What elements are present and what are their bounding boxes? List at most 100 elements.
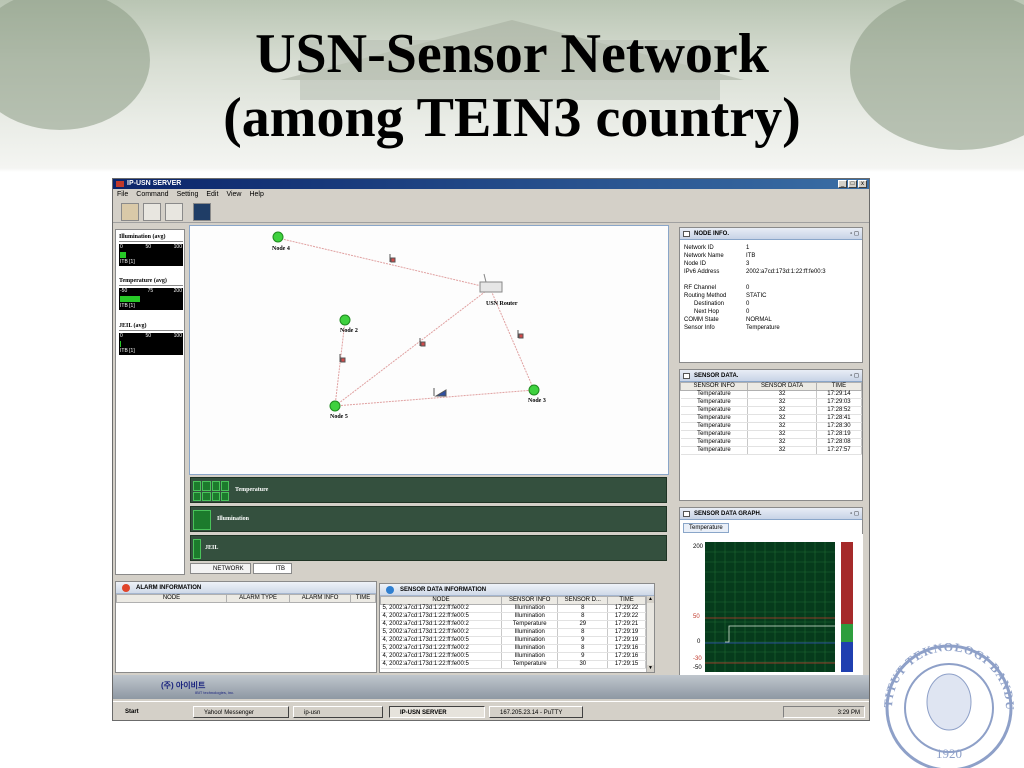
tab-network[interactable]: NETWORK: [190, 563, 251, 574]
column-header[interactable]: NODE: [116, 594, 227, 603]
taskbar-clock: 3:29 PM: [783, 706, 865, 718]
column-header[interactable]: SENSOR INFO: [500, 596, 559, 605]
network-map[interactable]: Node 4 Node 2 Node 5 Node 3 USN Router: [189, 225, 669, 475]
close-button[interactable]: x: [858, 180, 867, 188]
column-header[interactable]: ALARM TYPE: [225, 594, 291, 603]
toolbar-network-button[interactable]: [193, 203, 211, 221]
brand-logo: (주) 아이비트: [161, 681, 206, 690]
scroll-down-icon[interactable]: ▼: [647, 665, 654, 672]
sensor-strip-label: Illumination: [217, 516, 250, 522]
taskbar-putty[interactable]: 167.205.23.14 - PuTTY: [489, 706, 583, 718]
column-header[interactable]: NODE: [380, 596, 502, 605]
column-header[interactable]: ALARM INFO: [289, 594, 352, 603]
node-3-icon[interactable]: [528, 384, 540, 396]
start-button[interactable]: Start: [125, 709, 139, 715]
sensor-strip-jeil[interactable]: JEIL: [190, 535, 667, 561]
sensor-strip-illumination[interactable]: Illumination: [190, 506, 667, 532]
seal-year: 1920: [936, 746, 962, 761]
usn-router-icon[interactable]: [479, 273, 503, 293]
column-header[interactable]: SENSOR DATA: [747, 382, 817, 391]
column-header[interactable]: SENSOR D...: [557, 596, 609, 605]
app-icon: [116, 181, 124, 187]
sensor-graph: 200 50 0 -30 -50: [683, 534, 863, 676]
tab-itb[interactable]: ITB: [252, 563, 293, 574]
graph-y-label: 0: [697, 639, 701, 645]
background-trees-image: [0, 0, 1024, 150]
sdi-scrollbar[interactable]: ▲ ▼: [646, 596, 654, 672]
windows-taskbar: Start Yahoo! Messenger ip-usn IP-USN SER…: [113, 701, 869, 720]
panel-icon: [683, 231, 690, 237]
alarm-icon: [122, 584, 130, 592]
taskbar-yahoo-messenger[interactable]: Yahoo! Messenger: [193, 706, 289, 718]
menu-file[interactable]: File: [117, 191, 129, 198]
window-titlebar[interactable]: IP-USN SERVER _ □ x: [113, 179, 869, 189]
gauge-bar: 0: [120, 341, 125, 356]
ip-usn-server-window: IP-USN SERVER _ □ x File Command Setting…: [112, 178, 870, 721]
node-2-icon[interactable]: [339, 314, 351, 326]
gauge-bar: 9: [120, 252, 135, 267]
menu-edit[interactable]: Edit: [206, 191, 219, 198]
network-topology: [272, 231, 540, 412]
column-header[interactable]: TIME: [815, 382, 863, 391]
taskbar-ip-usn-server[interactable]: IP-USN SERVER: [389, 706, 485, 718]
column-header[interactable]: TIME: [350, 594, 376, 603]
menu-help[interactable]: Help: [249, 191, 264, 198]
sensor-strip-temperature[interactable]: Temperature: [190, 477, 667, 503]
panel-restore-icon[interactable]: ▫ ◻: [850, 373, 859, 379]
toolbar-device-button[interactable]: [143, 203, 161, 221]
panel-restore-icon[interactable]: ▫ ◻: [850, 231, 859, 237]
minimize-button[interactable]: _: [838, 180, 847, 188]
panel-restore-icon[interactable]: ▫ ◻: [850, 511, 859, 517]
node-2-label: Node 2: [340, 328, 358, 334]
menu-setting[interactable]: Setting: [176, 191, 199, 198]
node-5-label: Node 5: [330, 414, 348, 420]
sensor-graph-title: SENSOR DATA GRAPH.: [694, 511, 762, 517]
column-header[interactable]: TIME: [607, 596, 646, 605]
graph-y-label: 50: [693, 614, 700, 620]
menu-command[interactable]: Command: [136, 191, 169, 198]
sensor-data-title: SENSOR DATA.: [694, 373, 739, 379]
panel-icon: [683, 511, 690, 517]
node-info-header: NODE INFO. ▫ ◻: [680, 228, 862, 240]
taskbar-ip-usn[interactable]: ip-usn: [293, 706, 383, 718]
antenna-icons: [339, 254, 524, 397]
sensor-data-information-panel: SENSOR DATA INFORMATION NODE SENSOR INFO…: [379, 583, 655, 673]
toolbar-sensor-button[interactable]: [121, 203, 139, 221]
toolbar-chart-button[interactable]: [165, 203, 183, 221]
node-5-icon[interactable]: [329, 400, 341, 412]
graph-y-label: 200: [693, 544, 704, 550]
info-icon: [386, 586, 394, 594]
maximize-button[interactable]: □: [848, 180, 857, 188]
sensor-graph-header: SENSOR DATA GRAPH. ▫ ◻: [680, 508, 862, 520]
graph-y-label: -50: [693, 665, 702, 671]
column-header[interactable]: SENSOR INFO: [679, 382, 749, 391]
node-4-label: Node 4: [272, 246, 290, 252]
graph-tab-temperature[interactable]: Temperature: [683, 523, 729, 533]
scroll-up-icon[interactable]: ▲: [647, 596, 654, 603]
node-4-icon[interactable]: [272, 231, 284, 243]
menu-bar: File Command Setting Edit View Help: [113, 190, 869, 200]
usn-router-label: USN Router: [486, 301, 518, 307]
gauge-label: ITB [1]: [120, 348, 135, 354]
slide-title-line-2: (among TEIN3 country): [223, 87, 801, 149]
menu-view[interactable]: View: [226, 191, 242, 198]
alarm-title: ALARM INFORMATION: [136, 585, 202, 591]
